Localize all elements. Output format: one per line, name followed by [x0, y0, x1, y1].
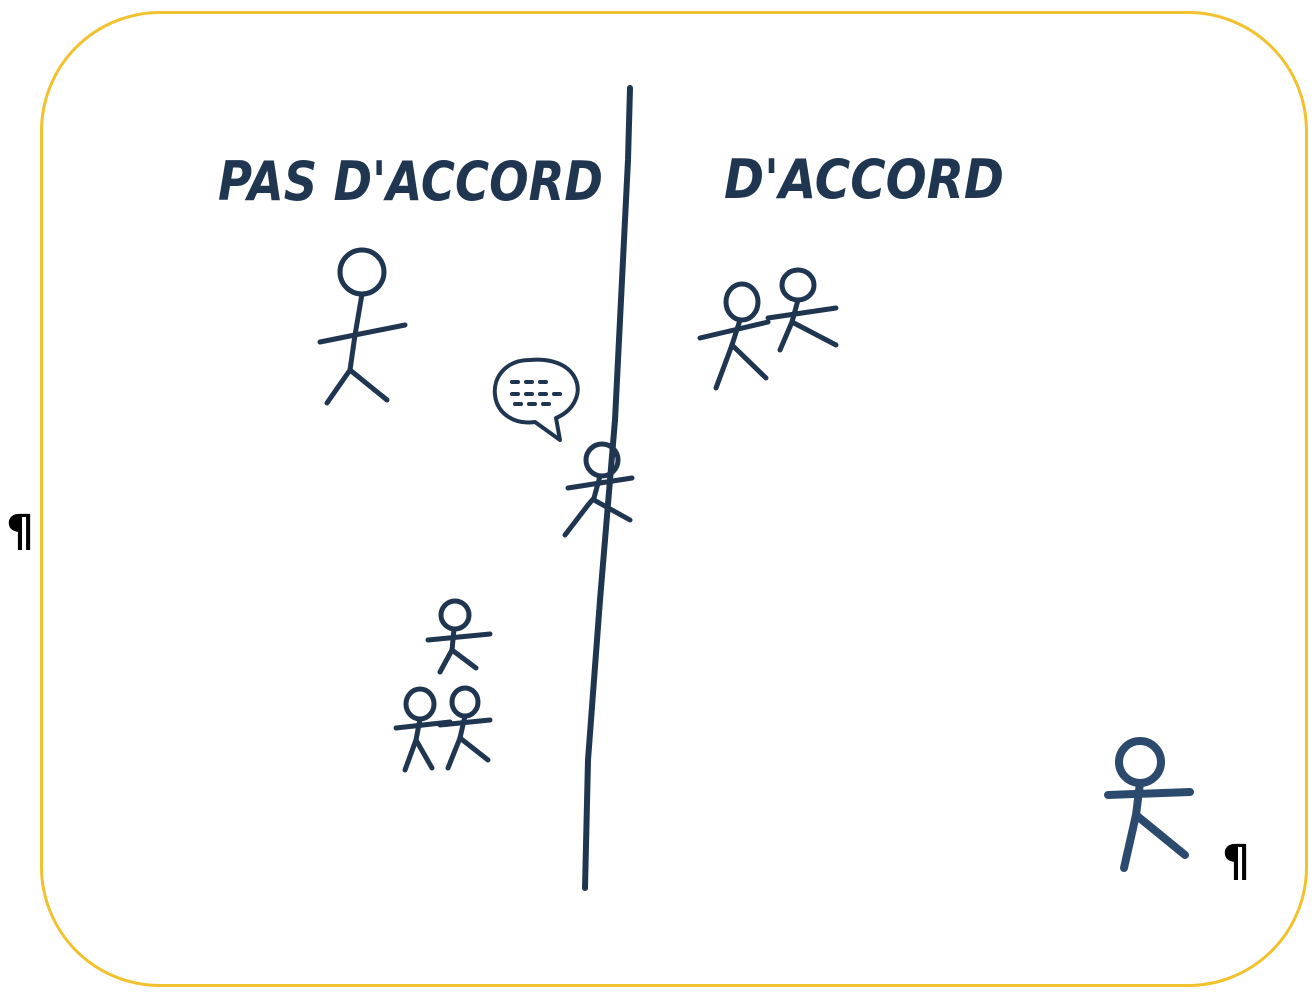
rounded-frame: [40, 11, 1308, 987]
stick-figure-on-line: [562, 441, 635, 538]
label-disagree: PAS D'ACCORD: [218, 150, 603, 213]
stick-figures-disagree-group: [393, 598, 493, 773]
paragraph-mark-left: ¶: [6, 506, 34, 557]
stick-figures-agree-pair: [697, 267, 839, 391]
label-agree: D'ACCORD: [724, 148, 1004, 211]
paragraph-mark-right: ¶: [1222, 836, 1250, 887]
speech-bubble-icon: [492, 357, 580, 442]
stick-figure-agree-far: [1104, 737, 1194, 872]
stick-figure-disagree-1: [317, 247, 408, 406]
